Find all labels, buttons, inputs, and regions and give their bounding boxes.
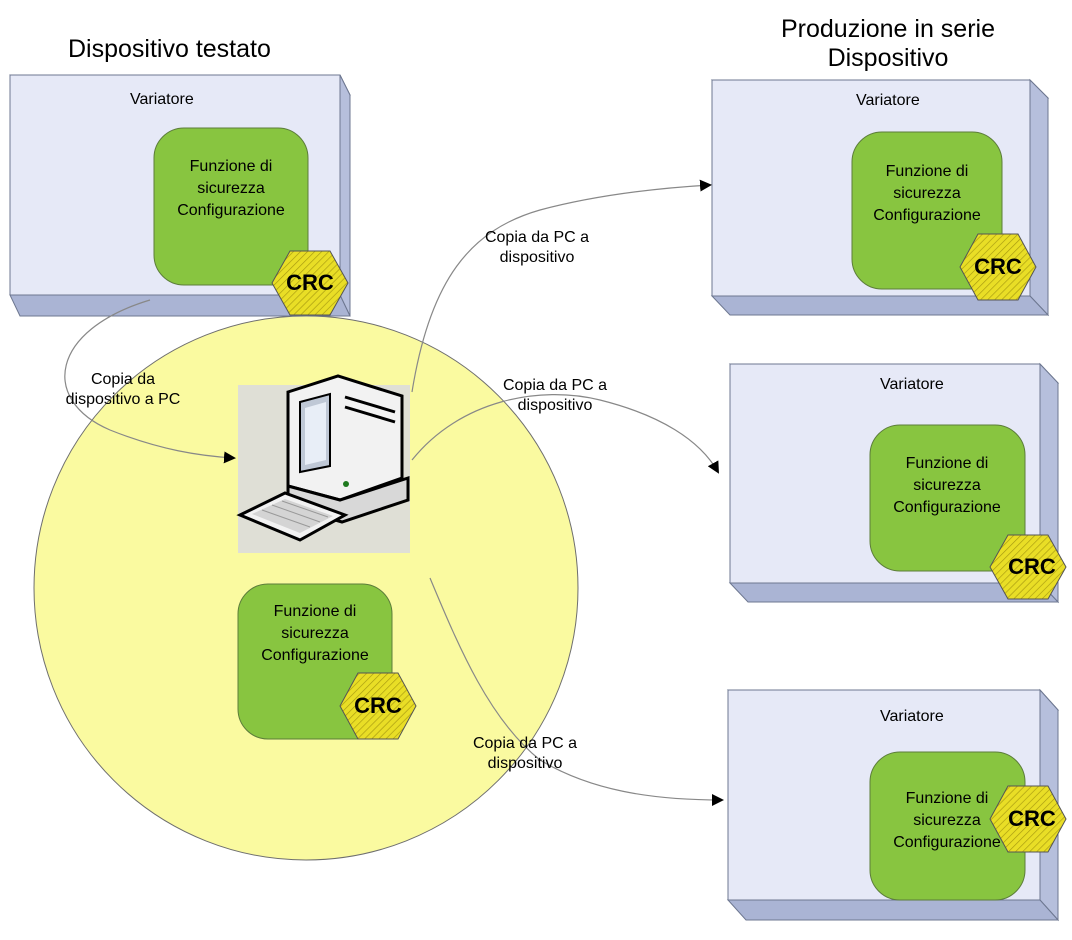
arrow-label-line-1: Copia da PC a bbox=[484, 229, 590, 246]
title-production-devices: Produzione in serie Dispositivo bbox=[757, 15, 1019, 73]
function-line-2: sicurezza bbox=[281, 625, 349, 642]
function-line-2: sicurezza bbox=[893, 185, 961, 202]
arrow-label-device-to-pc: Copia da dispositivo a PC bbox=[40, 370, 206, 410]
function-label-pc: Funzione di sicurezza Configurazione bbox=[240, 601, 390, 667]
title-production-line2: Dispositivo bbox=[827, 44, 949, 72]
crc-hexagon-production-3 bbox=[989, 785, 1067, 853]
arrow-label-line-2: dispositivo a PC bbox=[65, 391, 181, 408]
crc-label-production-2: CRC bbox=[1008, 554, 1056, 579]
box-title-tested: Variatore bbox=[130, 91, 194, 108]
box-title-production-1: Variatore bbox=[856, 92, 920, 109]
arrow-label-to-production-3: Copia da PC a dispositivo bbox=[460, 734, 590, 774]
function-label-production-1: Funzione di sicurezza Configurazione bbox=[852, 161, 1002, 227]
function-block-production-2 bbox=[869, 424, 1026, 572]
function-label-production-2: Funzione di sicurezza Configurazione bbox=[872, 453, 1022, 519]
box-title-production-2: Variatore bbox=[880, 376, 944, 393]
function-line-1: Funzione di bbox=[189, 158, 273, 175]
arrow-label-line-1: Copia da PC a bbox=[502, 377, 608, 394]
arrow-label-to-production-2: Copia da PC a dispositivo bbox=[490, 376, 620, 416]
crc-hexagon-production-1 bbox=[959, 233, 1037, 301]
arrow-label-to-production-1: Copia da PC a dispositivo bbox=[472, 228, 602, 268]
crc-label-production-1: CRC bbox=[974, 254, 1022, 279]
function-line-1: Funzione di bbox=[905, 455, 989, 472]
function-line-2: sicurezza bbox=[913, 812, 981, 829]
arrow-label-line-2: dispositivo bbox=[499, 249, 575, 266]
function-line-3: Configurazione bbox=[893, 834, 1001, 851]
arrow-pc-to-production-2 bbox=[411, 394, 719, 474]
function-line-1: Funzione di bbox=[885, 163, 969, 180]
arrow-label-line-2: dispositivo bbox=[487, 755, 563, 772]
computer-icon bbox=[236, 374, 410, 553]
function-line-3: Configurazione bbox=[177, 202, 285, 219]
function-line-3: Configurazione bbox=[261, 647, 369, 664]
arrow-label-line-1: Copia da PC a bbox=[472, 735, 578, 752]
function-line-2: sicurezza bbox=[197, 180, 265, 197]
arrow-label-line-1: Copia da bbox=[90, 371, 156, 388]
function-line-2: sicurezza bbox=[913, 477, 981, 494]
function-line-1: Funzione di bbox=[905, 790, 989, 807]
box-title-production-3: Variatore bbox=[880, 708, 944, 725]
crc-hexagon-tested bbox=[271, 250, 349, 316]
arrow-label-line-2: dispositivo bbox=[517, 397, 593, 414]
arrow-pc-to-production-1 bbox=[411, 179, 712, 393]
function-label-tested: Funzione di sicurezza Configurazione bbox=[156, 156, 306, 222]
arrow-pc-to-production-3 bbox=[429, 577, 724, 806]
function-line-3: Configurazione bbox=[873, 207, 981, 224]
function-line-1: Funzione di bbox=[273, 603, 357, 620]
function-block-tested bbox=[153, 127, 309, 286]
arrow-device-to-pc bbox=[64, 299, 236, 464]
crc-hexagon-pc bbox=[339, 672, 417, 740]
function-label-production-3: Funzione di sicurezza Configurazione bbox=[872, 788, 1022, 854]
crc-label-tested: CRC bbox=[286, 270, 334, 295]
crc-hexagon-production-2 bbox=[989, 534, 1067, 600]
title-tested-device: Dispositivo testato bbox=[68, 35, 271, 63]
title-production-line1: Produzione in serie bbox=[780, 15, 995, 43]
function-block-production-1 bbox=[851, 131, 1003, 290]
crc-label-pc: CRC bbox=[354, 693, 402, 718]
function-line-3: Configurazione bbox=[893, 499, 1001, 516]
crc-label-production-3: CRC bbox=[1008, 806, 1056, 831]
